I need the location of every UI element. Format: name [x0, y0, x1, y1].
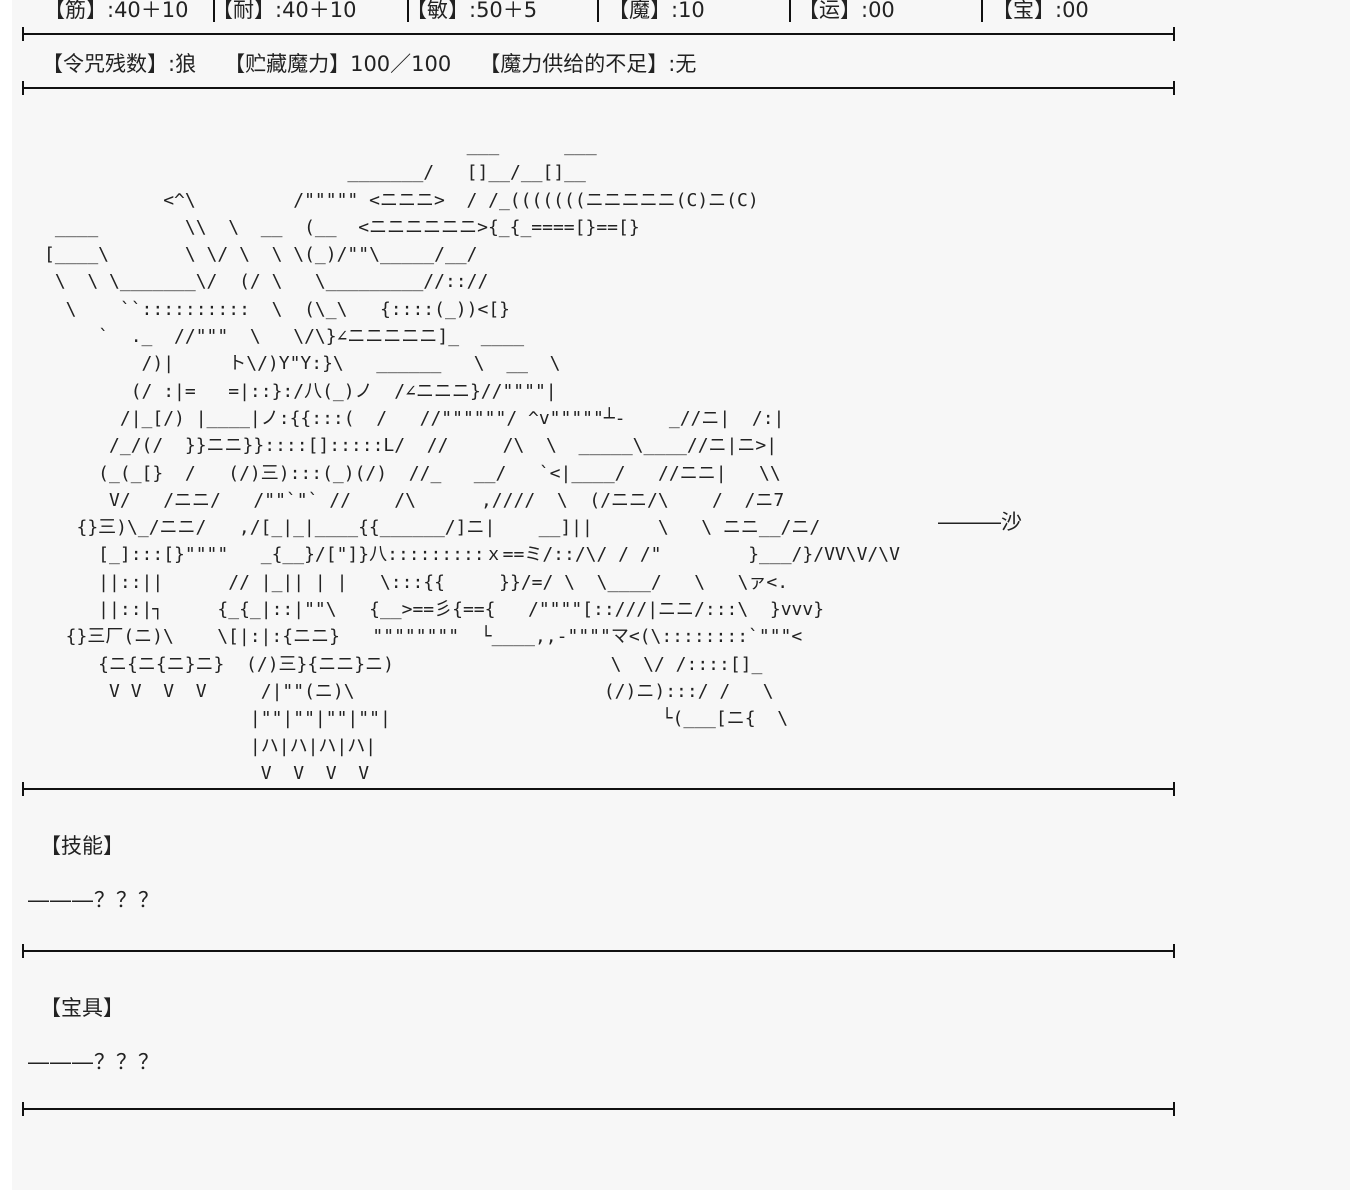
stat-noble-phantasm: 【宝】:00	[992, 0, 1089, 22]
divider-rule	[22, 81, 1175, 95]
mana-shortage: 【魔力供给的不足】:无	[479, 52, 697, 76]
divider-rule	[22, 944, 1175, 958]
skills-heading: 【技能】	[40, 834, 124, 858]
stat-strength: 【筋】:40＋10	[44, 0, 189, 22]
ascii-art-line: ||::|┐ {_{_|::|""\ {__>==彡{=={ /""""[::/…	[98, 599, 825, 621]
ascii-art-line: V/ /ニニ/ /""`"` // /\ ,//// \ (/ニニ/\ / /ニ…	[109, 489, 785, 511]
stat-divider	[981, 0, 983, 22]
noble-phantasm-heading: 【宝具】	[40, 996, 124, 1020]
ascii-art-line: {}三厂(ニ)\ \[|:|:{ニニ} """""""" └____,,-"""…	[65, 626, 803, 648]
ascii-art-line: [_]:::[}"""" _{__}/["]}八:::::::::ｘ==ミ/::…	[98, 544, 900, 566]
divider-rule	[22, 782, 1175, 796]
stat-luck: 【运】:00	[798, 0, 895, 22]
stat-mana: 【魔】:10	[608, 0, 705, 22]
ascii-art-line: V V V V /|""(ニ)\ (/)ニ):::/ / \	[109, 680, 774, 702]
sound-effect-text: ―――沙	[938, 510, 1022, 534]
ascii-art-line: [____\ \ \/ \ \ \(_)/""\_____/__/	[44, 244, 478, 266]
ascii-art-line: |ハ|ハ|ハ|ハ|	[249, 735, 377, 757]
ascii-art-line: ` ._ //""" \ \/\}∠ニニニニニ]_ ____	[98, 326, 525, 348]
ascii-art-line: V V V V	[260, 762, 370, 784]
stat-divider	[789, 0, 791, 22]
ascii-art-line: {ニ{ニ{ニ}ニ} (/)三}{ニニ}ニ) \ \/ /::::[]_	[98, 653, 763, 675]
ascii-art-line: /_/(/ }}ニニ}}::::[]:::::L/ // /\ \ _____\…	[109, 435, 778, 457]
noble-phantasm-body: ―――？？？	[28, 1050, 160, 1074]
ascii-art-line: <^\ /""""" <ニニニ> / /_(((((((ニニニニニ(C)ニ(C)	[163, 189, 759, 211]
ascii-art-line: /)| ト\/)Y"Y:}\ ______ \ __ \	[141, 353, 561, 375]
ascii-art-line: ||::|| // |_|| | | \:::{{ }}/=/ \ \____/…	[98, 571, 789, 593]
ascii-art-line: {}三)\_/ニニ/ ,/[_|_|____{{______/]ニ| __]||…	[76, 517, 821, 539]
ascii-art-line: (_(_[} / (/)三):::(_)(/) //_ __/ `<|____/…	[98, 462, 781, 484]
ascii-art-line: _______/ []__/__[]__	[347, 162, 586, 184]
status-line: 【令咒残数】:狼 【贮藏魔力】100／100 【魔力供给的不足】:无	[42, 48, 724, 78]
ascii-art-figure: ___ ___ _______/ []__/__[]__ <^\ /""""" …	[44, 132, 1044, 784]
stat-divider	[597, 0, 599, 22]
divider-rule	[22, 1102, 1175, 1116]
divider-rule	[22, 27, 1175, 41]
stat-agility: 【敏】:50＋5	[406, 0, 538, 22]
page-sheet	[12, 0, 1350, 1190]
stat-row: 【筋】:40＋10 【耐】:40＋10 【敏】:50＋5 【魔】:10 【运】:…	[22, 0, 1175, 24]
ascii-art-line: /|_[/) |____|ノ:{{:::( / //""""""/ ^v""""…	[119, 407, 785, 429]
stat-divider	[407, 0, 409, 22]
command-spells: 【令咒残数】:狼	[42, 52, 197, 76]
ascii-art-line: ____ \\ \ __ (__ <ニニニニニニ>{_{_====[}==[}	[54, 216, 640, 238]
skills-body: ―――？？？	[28, 888, 160, 912]
ascii-art-line: (/ :|= =|::}:/八(_)ノ /∠ニニニ}//""""|	[130, 380, 557, 402]
ascii-art-line: \ ``:::::::::: \ (\_\ {::::(_))<[}	[65, 298, 510, 320]
ascii-art-line: |""|""|""|""| └(___[ニ{ \	[249, 708, 789, 730]
stat-divider	[213, 0, 215, 22]
stored-mana: 【贮藏魔力】100／100	[224, 52, 452, 76]
stat-endurance: 【耐】:40＋10	[212, 0, 357, 22]
ascii-art-line: ___ ___	[466, 135, 597, 156]
ascii-art-line: \ \ \_______\/ (/ \ \_________//:://	[54, 271, 489, 293]
